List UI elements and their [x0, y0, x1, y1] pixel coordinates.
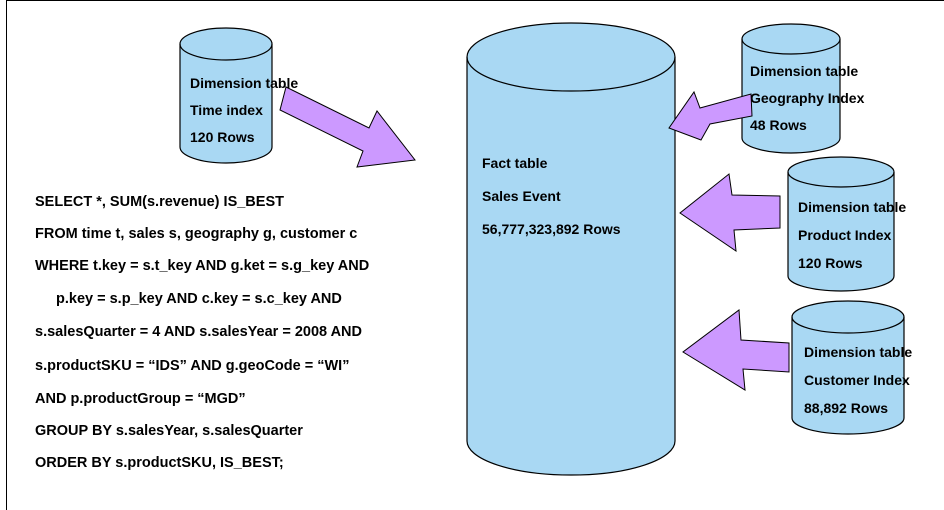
time-dimension-cylinder: Dimension table Time index 120 Rows	[179, 27, 298, 164]
sql-line: ORDER BY s.productSKU, IS_BEST;	[35, 455, 284, 471]
geography-to-fact-arrow	[668, 90, 753, 141]
customer-dimension-rows: 88,892 Rows	[804, 400, 888, 416]
time-dimension-name: Time index	[190, 102, 263, 118]
geography-dimension-cylinder: Dimension table Geography Index 48 Rows	[741, 23, 865, 154]
geography-dimension-name: Geography Index	[750, 90, 865, 106]
customer-dimension-title: Dimension table	[804, 344, 912, 360]
fact-table-title: Fact table	[482, 155, 548, 171]
customer-to-fact-arrow	[682, 309, 790, 391]
geography-dimension-rows: 48 Rows	[750, 117, 807, 133]
product-to-fact-arrow	[679, 173, 781, 253]
time-to-fact-arrow	[279, 86, 416, 168]
product-dimension-cylinder: Dimension table Product Index 120 Rows	[787, 156, 906, 292]
fact-table-cylinder: Fact table Sales Event 56,777,323,892 Ro…	[466, 22, 676, 476]
product-dimension-name: Product Index	[798, 227, 892, 243]
product-dimension-rows: 120 Rows	[798, 255, 863, 271]
customer-dimension-name: Customer Index	[804, 372, 910, 388]
sql-line: SELECT *, SUM(s.revenue) IS_BEST	[35, 194, 284, 210]
sql-line: s.productSKU = “IDS” AND g.geoCode = “WI…	[35, 358, 349, 374]
geography-dimension-title: Dimension table	[750, 63, 858, 79]
time-dimension-title: Dimension table	[190, 75, 298, 91]
fact-table-name: Sales Event	[482, 188, 561, 204]
sql-line: p.key = s.p_key AND c.key = s.c_key AND	[56, 291, 342, 307]
sql-line: FROM time t, sales s, geography g, custo…	[35, 226, 357, 242]
sql-line: AND p.productGroup = “MGD”	[35, 391, 246, 407]
sql-line: GROUP BY s.salesYear, s.salesQuarter	[35, 423, 303, 439]
sql-line: s.salesQuarter = 4 AND s.salesYear = 200…	[35, 324, 362, 340]
product-dimension-title: Dimension table	[798, 199, 906, 215]
sql-query-block: SELECT *, SUM(s.revenue) IS_BEST FROM ti…	[35, 194, 369, 471]
sql-line: WHERE t.key = s.t_key AND g.ket = s.g_ke…	[35, 258, 369, 274]
fact-table-rows: 56,777,323,892 Rows	[482, 221, 621, 237]
time-dimension-rows: 120 Rows	[190, 129, 255, 145]
customer-dimension-cylinder: Dimension table Customer Index 88,892 Ro…	[791, 300, 912, 435]
